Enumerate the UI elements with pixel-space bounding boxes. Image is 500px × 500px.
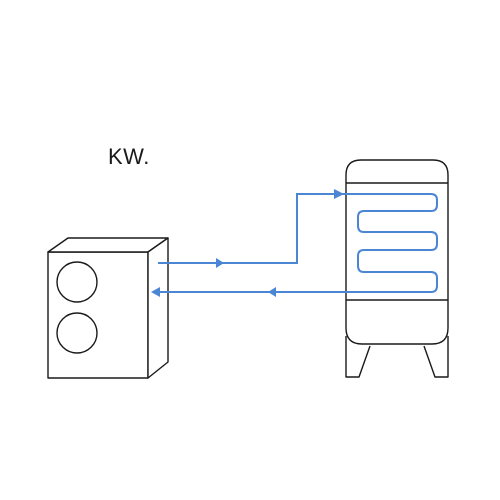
kw-label: KW. [108,144,150,169]
tank-body [345,159,449,345]
storage-tank [345,159,449,378]
return-end-arrow-icon [151,287,160,297]
supply-pipe [158,193,340,264]
return-arrow-icon [268,287,276,297]
supply-arrow-icon [216,258,224,268]
tank-heating-coil [340,193,438,293]
supply-end-arrow-icon [334,189,344,199]
fan-icon-lower [56,312,98,354]
fan-icon-upper [56,261,98,303]
tank-legs [345,336,449,378]
heat-pump-unit [47,237,169,379]
heat-pump-side-face [147,237,169,379]
